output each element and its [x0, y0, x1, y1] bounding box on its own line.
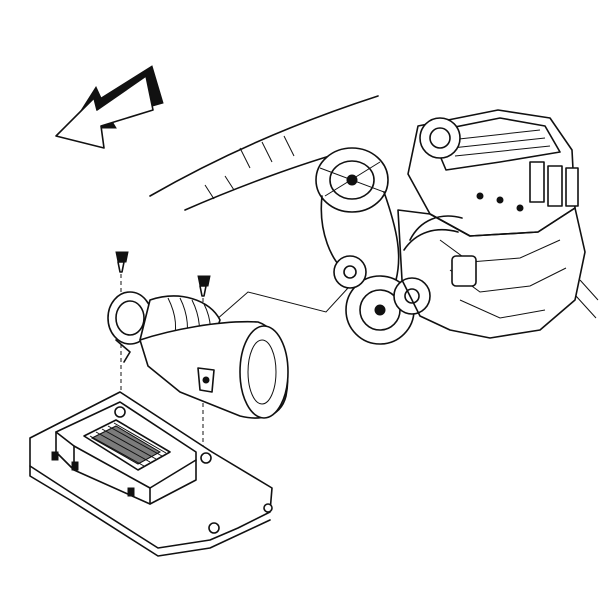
- air-cleaner-housing: [29, 391, 273, 557]
- fastener-right: [197, 275, 211, 450]
- engine-block: [315, 109, 599, 345]
- air-intake-duct: [107, 291, 289, 419]
- arrow-left-icon: [55, 65, 164, 149]
- direction-arrow: [55, 65, 164, 149]
- leader-line: [215, 287, 349, 321]
